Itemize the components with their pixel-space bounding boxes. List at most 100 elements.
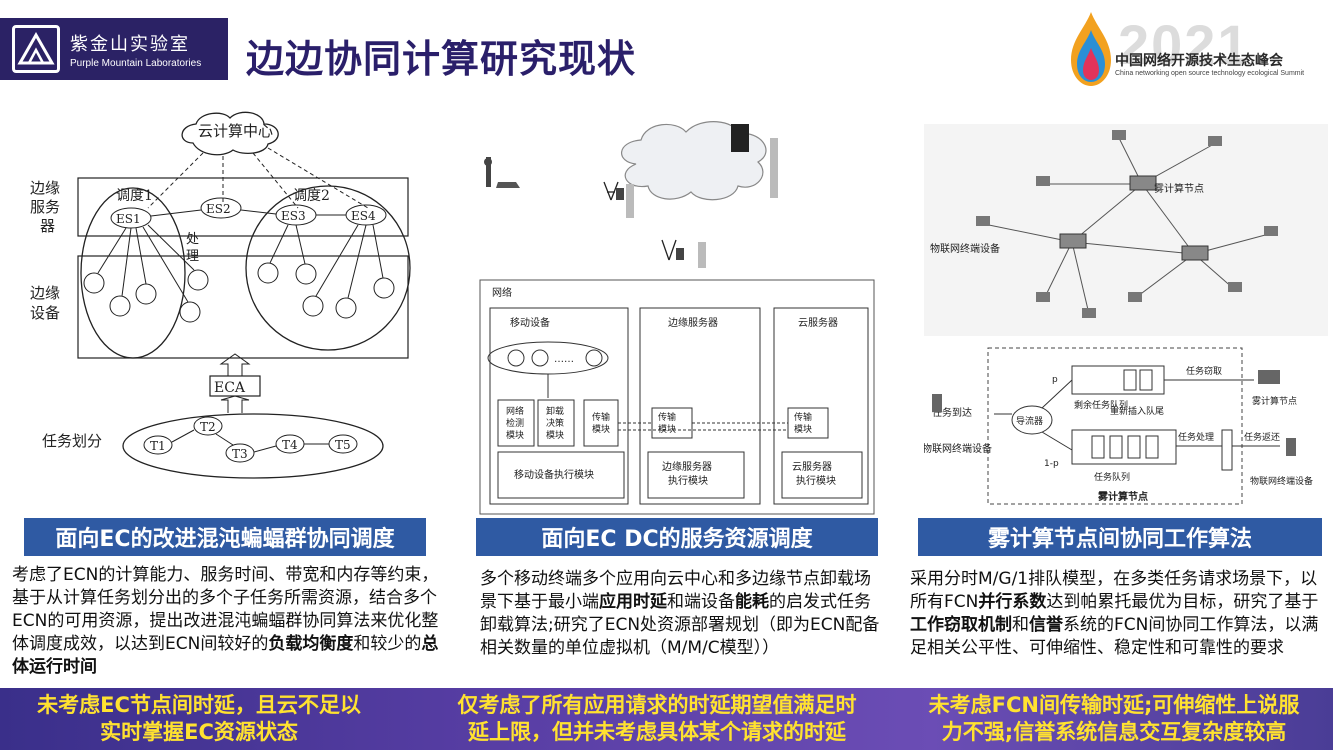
fig2-mobile-exec: 移动设备执行模块	[514, 468, 594, 481]
lab-logo: 紫金山实验室 Purple Mountain Laboratories	[0, 18, 228, 80]
fig3-fog-node3: 雾计算节点	[1097, 490, 1148, 503]
s3-t4: 和	[1012, 615, 1029, 635]
limitation-3-line1: 未考虑FCN间传输时延;可伸缩性上说服	[928, 693, 1300, 717]
limitation-1-line2: 实时掌握EC资源状态	[100, 720, 298, 744]
s1-t1: 负载均衡度	[268, 634, 354, 654]
fig3-task-process: 任务处理	[1178, 431, 1214, 443]
fig2-cloud-exec-1: 云服务器	[792, 460, 832, 473]
fig1-edge-device-l2: 设备	[30, 304, 60, 322]
section-2-heading: 面向EC DC的服务资源调度	[476, 518, 878, 556]
fig3-fog-node2: 雾计算节点	[1252, 395, 1297, 407]
fig1-task-split: 任务划分	[42, 432, 102, 450]
fig1-server-3: ES3	[281, 209, 306, 223]
fig3-1-minus-p: 1-p	[1044, 459, 1059, 469]
fig3-splitter: 导流器	[1016, 415, 1043, 427]
fig3-p: p	[1052, 375, 1058, 385]
fig2-cloud: 云服务器	[798, 316, 838, 329]
fig3-task-return: 任务返还	[1244, 431, 1280, 443]
limitation-1-line1: 未考虑EC节点间时延，且云不足以	[37, 693, 361, 717]
server-icon	[731, 124, 749, 152]
s1-t0: 考虑了ECN的计算能力、服务时间、带宽和内存等约束，基于从计算任务划分出的多个子…	[12, 565, 439, 654]
s3-t2: 达到帕累托最优为目标，研究了基于	[1046, 592, 1319, 612]
s2-t0: 多个移动终端多个应用向云中心和多边缘节点卸载场景下基于最小端	[480, 569, 871, 612]
fig2-offload-1: 卸载	[546, 405, 564, 417]
fig2-transfer-m1: 传输	[592, 411, 610, 423]
fig2-netdetect-3: 模块	[506, 429, 524, 441]
fig3-iot-device: 物联网终端设备	[930, 242, 1000, 255]
fig1-schedule2: 调度2	[293, 188, 330, 204]
limitation-3: 未考虑FCN间传输时延;可伸缩性上说服 力不强;信誉系统信息交互复杂度较高	[898, 692, 1330, 746]
fig1-edge-server-l1: 边缘	[30, 179, 60, 197]
section-1-text: 考虑了ECN的计算能力、服务时间、带宽和内存等约束，基于从计算任务划分出的多个子…	[12, 564, 452, 679]
fig2-transfer-m2: 模块	[592, 423, 610, 435]
fig2-offload-3: 模块	[546, 429, 564, 441]
limitation-2-line1: 仅考虑了所有应用请求的时延期望值满足时	[457, 693, 857, 717]
s2-t1: 应用时延	[599, 592, 667, 612]
fig2-transfer-e1: 传输	[658, 411, 676, 423]
section-2-text: 多个移动终端多个应用向云中心和多边缘节点卸载场景下基于最小端应用时延和端设备能耗…	[480, 568, 884, 660]
s2-t4: 的启发式任务卸载算法;研究了ECN处资源部署规划（即为ECN配备相关数量的单位虚…	[480, 592, 880, 658]
fig2-netdetect-2: 检测	[506, 417, 524, 429]
figure-service-scheduling-diagram: 网络 移动设备 边缘服务器 云服务器 …… 网络 检测 模块 卸载 决策 模块 …	[476, 112, 880, 516]
fig2-netdetect-1: 网络	[506, 405, 524, 417]
mountain-logo-icon	[12, 25, 60, 73]
fig2-edge-exec-1: 边缘服务器	[662, 460, 712, 473]
section-1-heading: 面向EC的改进混沌蝙蝠群协同调度	[24, 518, 426, 556]
summit-en-text: China networking open source technology …	[1115, 70, 1305, 77]
s3-t6: 系统的FCN间协同工作算法，以满足相关公平性、可伸缩性、稳定性和可靠性的要求	[910, 615, 1319, 658]
phone-return-icon	[1286, 438, 1296, 456]
fig2-offload-2: 决策	[546, 417, 564, 429]
s3-t5: 信誉	[1029, 615, 1063, 635]
fig1-server-2: ES2	[206, 202, 231, 216]
s2-t3: 能耗	[735, 592, 769, 612]
fig1-task-2: T2	[200, 420, 216, 434]
fig1-schedule1: 调度1	[116, 188, 153, 204]
logo-en-text: Purple Mountain Laboratories	[70, 57, 202, 69]
figure-bat-swarm-diagram: 云计算中心 边缘 服务 器 边缘 设备 调度1 调度2 处 理 ES1 ES2 …	[28, 108, 418, 508]
flame-drop-icon	[1067, 10, 1115, 94]
summit-cn-text: 中国网络开源技术生态峰会	[1115, 53, 1283, 69]
fig3-iot-device3: 物联网终端设备	[1250, 475, 1313, 487]
limitation-2: 仅考虑了所有应用请求的时延期望值满足时 延上限，但并未考虑具体某个请求的时延	[418, 692, 896, 746]
section-3-text: 采用分时M/G/1排队模型，在多类任务请求场景下，以所有FCN并行系数达到帕累托…	[910, 568, 1322, 660]
fig1-process-l1: 处	[186, 232, 199, 247]
page-title: 边边协同计算研究现状	[246, 37, 637, 81]
s3-t1: 并行系数	[978, 592, 1047, 612]
fig3-reinsert: 重新插入队尾	[1110, 405, 1164, 417]
fig1-process-l2: 理	[186, 249, 199, 264]
fig1-task-4: T4	[282, 438, 298, 452]
fig1-server-4: ES4	[351, 209, 376, 223]
fig1-edge-server-l2: 服务	[30, 198, 60, 216]
car-icon	[496, 182, 520, 188]
traffic-light-icon	[486, 157, 491, 187]
logo-cn-text: 紫金山实验室	[70, 33, 190, 55]
fig1-task-5: T5	[335, 438, 351, 452]
fig2-mobile: 移动设备	[510, 316, 550, 329]
fig2-transfer-e2: 模块	[658, 423, 676, 435]
s3-t0: 采用分时M/G/1排队模型，在多类任务请求场景下，以所有FCN	[910, 569, 1318, 612]
fig3-iot-device2: 物联网终端设备	[924, 442, 992, 455]
fig1-task-1: T1	[150, 439, 166, 453]
figure-fog-network-diagram: 雾计算节点 物联网终端设备 任务到达 物联网终端设备 导流器 p 1-p 剩余任…	[924, 124, 1328, 510]
fog-device-icon	[1258, 370, 1280, 384]
fig3-fog-node: 雾计算节点	[1154, 182, 1204, 195]
fig2-transfer-c2: 模块	[794, 423, 812, 435]
fig1-eca: ECA	[214, 380, 246, 396]
s3-t3: 工作窃取机制	[910, 615, 1012, 635]
cell-tower-icon	[603, 181, 677, 261]
fig1-cloud-label: 云计算中心	[198, 122, 273, 140]
fig2-network: 网络	[492, 286, 512, 299]
section-3-heading: 雾计算节点间协同工作算法	[918, 518, 1322, 556]
s1-t3: 总体运行时间	[12, 634, 439, 677]
limitations-banner: 未考虑EC节点间时延，且云不足以 实时掌握EC资源状态 仅考虑了所有应用请求的时…	[0, 688, 1333, 750]
s1-t2: 和较少的	[353, 634, 422, 654]
fig2-edge-exec-2: 执行模块	[668, 474, 708, 487]
summit-year: 2021	[1118, 13, 1251, 76]
s2-t2: 和端设备	[667, 592, 735, 612]
fig1-task-3: T3	[232, 447, 248, 461]
summit-logo: 2021 中国网络开源技术生态峰会 China networking open …	[1063, 10, 1325, 92]
fig1-server-1: ES1	[116, 212, 141, 226]
fig2-cloud-exec-2: 执行模块	[796, 474, 836, 487]
limitation-2-line2: 延上限，但并未考虑具体某个请求的时延	[468, 720, 846, 744]
fig2-transfer-c1: 传输	[794, 411, 812, 423]
